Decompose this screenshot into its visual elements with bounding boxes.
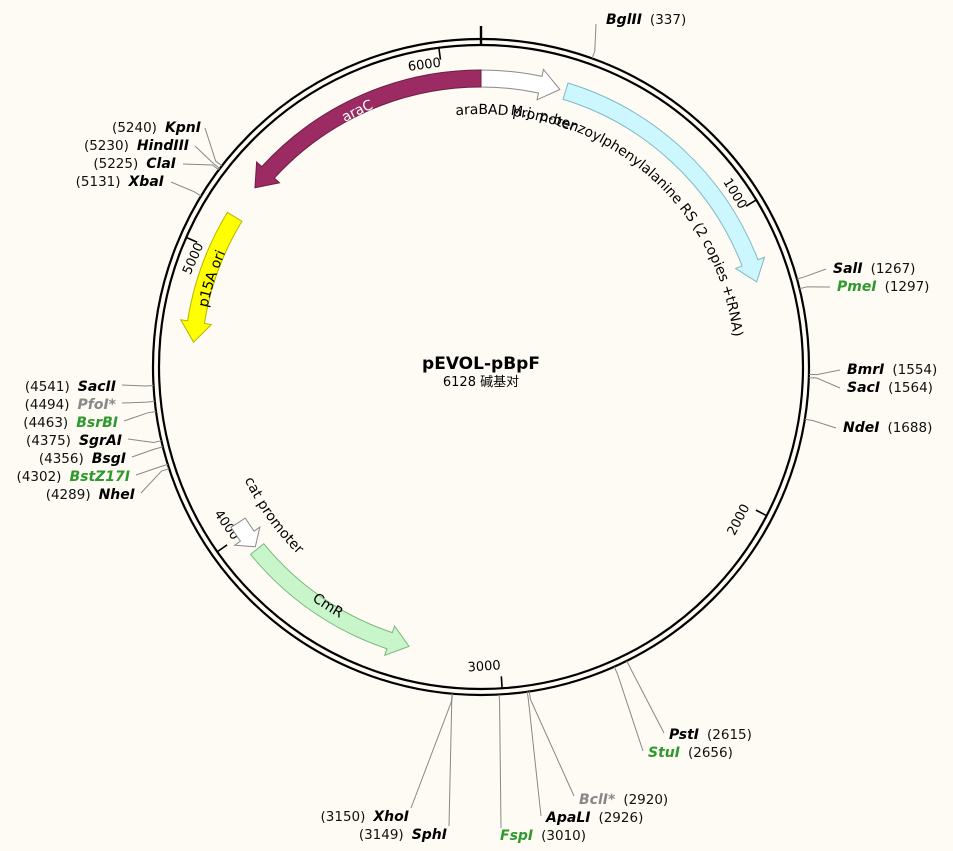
site-label-xbai: (5131)XbaI xyxy=(76,174,164,190)
site-leader-fspi xyxy=(498,694,502,829)
site-label-bmri: BmrI(1554) xyxy=(847,362,937,378)
feature-m-j-p-benzoylphenylalanine-rs-2-copies-trna xyxy=(562,82,766,283)
site-leader-psti xyxy=(626,660,665,734)
site-leader-sacii xyxy=(121,384,154,387)
site-leader-pmei xyxy=(799,286,831,290)
site-leader-bcli xyxy=(528,691,575,797)
site-leader-sali xyxy=(796,268,827,280)
site-leader-nhei xyxy=(140,468,170,494)
site-label-bcli: BclI*(2920) xyxy=(579,792,668,808)
site-label-nhei: (4289)NheI xyxy=(46,487,135,503)
site-label-bsgi: (4356)BsgI xyxy=(39,451,126,467)
feature-arabad-promoter xyxy=(480,68,561,101)
site-leader-pfoi xyxy=(121,400,155,404)
site-leader-bmri xyxy=(808,369,841,376)
site-label-bstz17i: (4302)BstZ17I xyxy=(17,469,130,485)
site-label-clai: (5225)ClaI xyxy=(93,156,176,172)
site-leader-bglii xyxy=(591,23,597,59)
feature-label-m-j-p-benzoylphenylalanine-rs-2-copies-trna: M.j. p-benzoylphenylalanine RS (2 copies… xyxy=(510,103,745,338)
site-leader-saci xyxy=(808,377,841,389)
site-label-sgrai: (4375)SgrAI xyxy=(26,433,122,449)
site-leader-sgrai xyxy=(127,438,162,443)
feature-p15a-ori xyxy=(179,211,243,343)
tick-label-2000: 2000 xyxy=(725,502,754,538)
tick-1000 xyxy=(745,199,757,207)
tick-5000 xyxy=(185,236,198,243)
site-label-fspi: FspI(3010) xyxy=(500,828,586,844)
tick-label-6000: 6000 xyxy=(407,56,442,75)
site-leader-ndei xyxy=(804,418,837,429)
tick-2000 xyxy=(755,509,768,517)
site-label-bglii: BglII(337) xyxy=(606,12,686,28)
site-label-apali: ApaLI(2926) xyxy=(545,810,643,826)
site-label-hindiii: (5230)HindIII xyxy=(84,138,189,154)
restriction-sites: BglII(337) SalI(1267) PmeI(1297) BmrI(1554)… xyxy=(17,12,938,844)
site-label-kpni: (5240)KpnI xyxy=(112,120,201,136)
tick-4000 xyxy=(216,544,228,553)
site-label-stui: StuI(2656) xyxy=(648,745,733,761)
tick-3000 xyxy=(500,676,503,689)
site-label-pfoi: (4494)PfoI* xyxy=(25,397,117,413)
site-leader-stui xyxy=(613,666,644,752)
site-leader-bsgi xyxy=(131,446,164,458)
feature-arrows xyxy=(179,68,766,657)
site-leader-xhoi xyxy=(410,693,453,809)
site-label-sacii: (4541)SacII xyxy=(25,379,116,395)
site-leader-kpni xyxy=(204,127,223,167)
site-leader-xbai xyxy=(170,181,202,197)
site-leader-clai xyxy=(182,163,220,171)
site-leader-bstz17i xyxy=(135,463,168,476)
site-label-ndei: NdeI(1688) xyxy=(843,420,932,436)
site-label-psti: PstI(2615) xyxy=(669,727,752,743)
tick-6000 xyxy=(438,47,442,60)
site-leader-apali xyxy=(526,691,542,817)
site-leader-hindiii xyxy=(194,145,221,169)
plasmid-name: pEVOL-pBpF xyxy=(422,354,540,374)
tick-label-3000: 3000 xyxy=(467,658,501,675)
site-label-xhoi: (3150)XhoI xyxy=(321,809,410,825)
site-label-saci: SacI(1564) xyxy=(847,380,933,396)
site-label-sphi: (3149)SphI xyxy=(359,827,447,843)
site-label-bsrbi: (4463)BsrBI xyxy=(23,415,118,431)
site-leader-bsrbi xyxy=(123,411,157,422)
site-leader-sphi xyxy=(448,693,453,827)
feature-cat-promoter xyxy=(230,517,261,548)
plasmid-length: 6128 碱基对 xyxy=(443,375,519,390)
feature-cmr xyxy=(249,542,410,657)
site-label-sali: SalI(1267) xyxy=(833,261,915,277)
site-label-pmei: PmeI(1297) xyxy=(837,279,929,295)
feature-arac xyxy=(254,69,482,189)
